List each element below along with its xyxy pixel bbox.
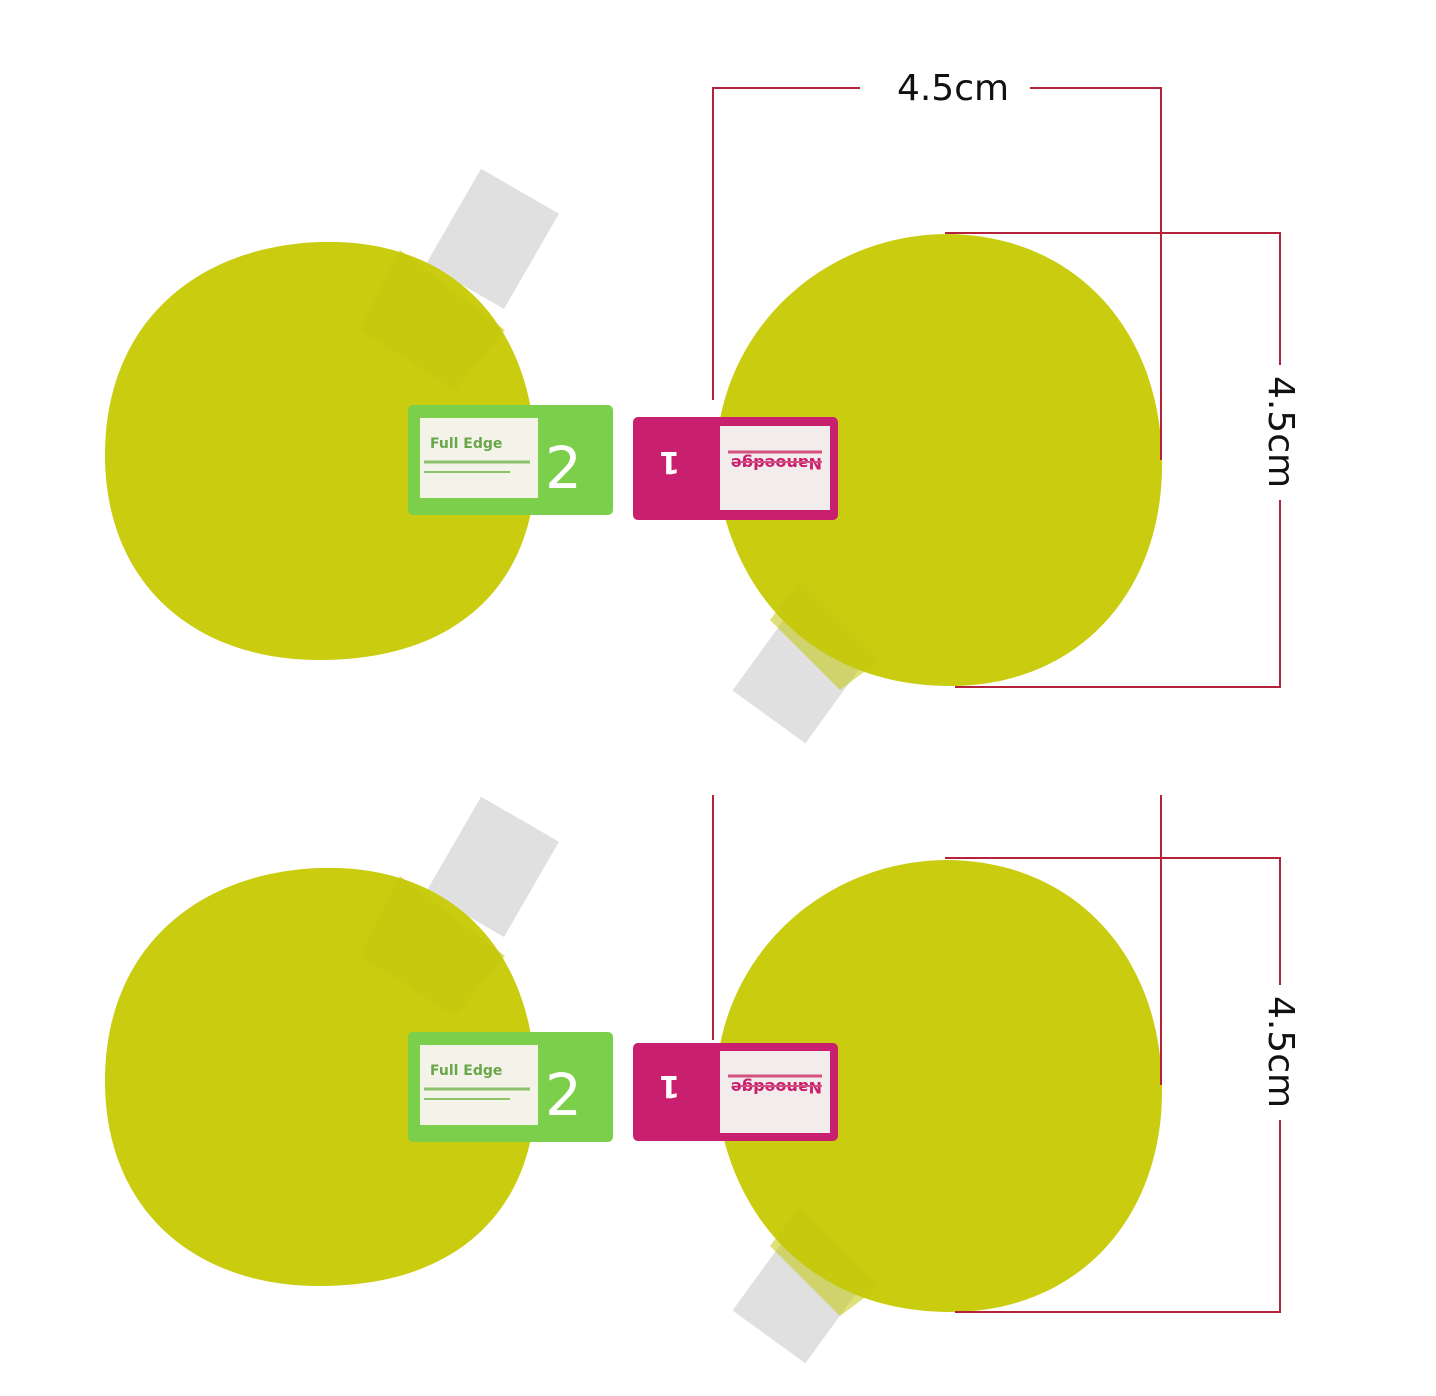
protector-pair-top: Full Edge 2 Nanoedge 1 xyxy=(105,168,1163,744)
release-tab-left-top xyxy=(426,168,559,309)
film-left-top: Full Edge 2 xyxy=(105,168,613,660)
protector-pair-bottom: Full Edge 2 Nanoedge 1 xyxy=(105,796,1163,1364)
green-tab-number: 2 xyxy=(545,434,582,502)
pink-tab-number: 1 xyxy=(659,1068,680,1103)
pink-tab-text: Nanoedge xyxy=(731,1078,822,1097)
green-tab-number: 2 xyxy=(545,1061,582,1129)
film-right-bottom: Nanoedge 1 xyxy=(633,860,1163,1364)
film-fold-shade xyxy=(770,580,880,690)
green-tab-2-top: Full Edge 2 xyxy=(408,405,613,515)
film-left-bottom: Full Edge 2 xyxy=(105,796,613,1286)
pink-tab-1-bottom: Nanoedge 1 xyxy=(633,1043,838,1141)
width-dimension-label: 4.5cm xyxy=(897,68,1009,109)
film-right-top: Nanoedge 1 xyxy=(633,234,1163,744)
height-bracket-bottom-lower xyxy=(955,1120,1281,1313)
width-bracket-left xyxy=(712,87,860,400)
green-tab-text: Full Edge xyxy=(430,1063,502,1079)
pink-tab-text: Nanoedge xyxy=(731,454,822,473)
width-bracket-right xyxy=(1030,87,1162,460)
height-bracket-bottom-upper xyxy=(945,857,1281,985)
release-tab-left-bottom xyxy=(426,796,559,937)
film-fold-shade xyxy=(770,1206,880,1316)
yellow-film-right-top xyxy=(715,234,1163,686)
height-bracket-top-upper xyxy=(945,232,1281,365)
yellow-film-right-bottom xyxy=(715,860,1163,1312)
green-tab-text: Full Edge xyxy=(430,436,502,452)
height-dimension-label-top: 4.5cm xyxy=(1260,376,1301,488)
dimension-lines xyxy=(712,87,1281,1313)
green-tab-2-bottom: Full Edge 2 xyxy=(408,1032,613,1142)
height-dimension-label-bottom: 4.5cm xyxy=(1260,996,1301,1108)
film-fold-shade xyxy=(360,250,505,390)
height-bracket-top-lower xyxy=(955,500,1281,688)
pink-tab-number: 1 xyxy=(659,444,680,479)
pink-tab-1-top: Nanoedge 1 xyxy=(633,417,838,520)
film-fold-shade xyxy=(360,876,505,1016)
